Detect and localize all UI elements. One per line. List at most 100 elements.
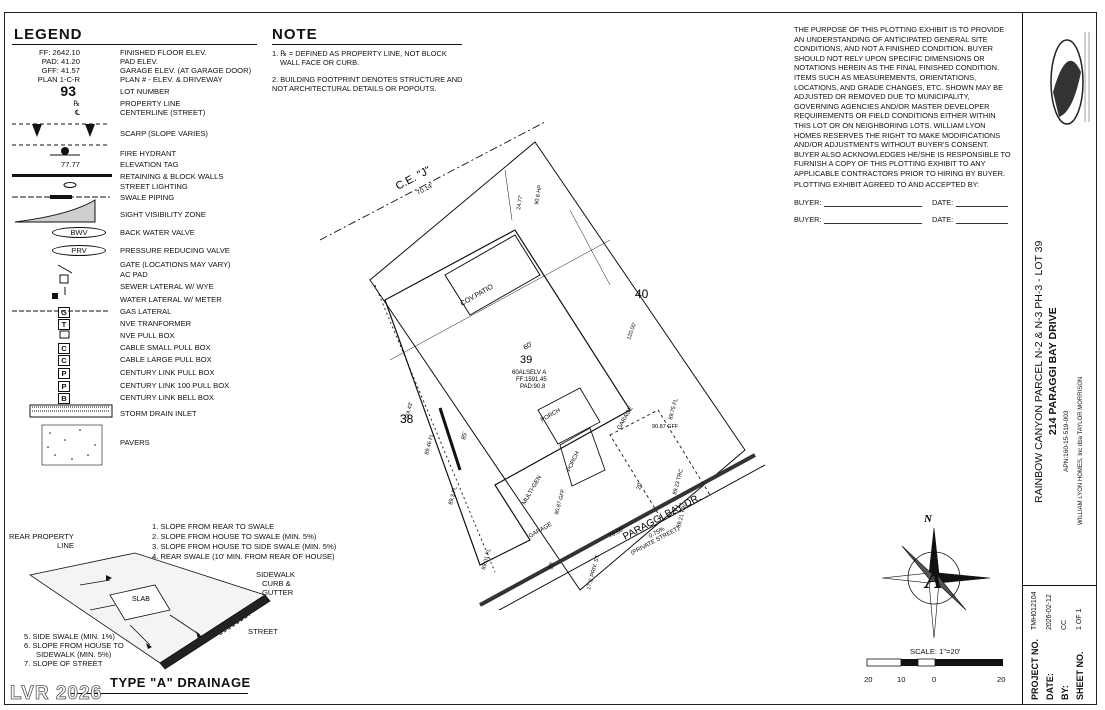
nve-pull-box-icon xyxy=(59,330,70,339)
buyer-label-2: BUYER: xyxy=(794,215,822,224)
multigen-label: MULTI-GEN xyxy=(522,475,543,506)
legend-symbol-text: 77.77 xyxy=(60,160,80,169)
drainage-note: 6. SLOPE FROM HOUSE TO xyxy=(24,641,124,650)
gff-right: 90.87 GFF xyxy=(652,424,679,430)
right-depth-dim: 120.00' xyxy=(626,322,638,341)
legend-item-label: STREET LIGHTING xyxy=(120,182,188,191)
curb-label: CURB & xyxy=(262,579,291,588)
by-value: CC xyxy=(1061,619,1068,630)
legend-item-label: RETAINING & BLOCK WALLS xyxy=(120,172,224,181)
legend-item-label: GARAGE ELEV. (AT GARAGE DOOR) xyxy=(120,66,252,75)
legend-symbol-text: PRV xyxy=(52,245,106,256)
project-no-label: PROJECT NO. xyxy=(1030,638,1040,700)
drainage-underline xyxy=(70,693,248,694)
gff-left: 90.87 GFF xyxy=(554,488,567,516)
street-label: STREET xyxy=(248,627,278,636)
sheet-no-value: 1 OF 1 xyxy=(1076,608,1083,630)
date-label-2: DATE: xyxy=(932,215,954,224)
date-line-1 xyxy=(956,206,1008,207)
hp-elev: 90.6 HP xyxy=(534,184,543,205)
legend-item-label: SCARP (SLOPE VARIES) xyxy=(120,129,208,138)
note-2-cont: NOT ARCHITECTURAL DETAILS OR POPOUTS. xyxy=(272,84,437,93)
buyer-label-1: BUYER: xyxy=(794,198,822,207)
left-depth-dim: 124.43' xyxy=(404,402,414,421)
legend-symbol-text: G xyxy=(58,307,70,318)
gutter-label: GUTTER xyxy=(262,588,294,597)
fl-right: 89.75 FL xyxy=(668,398,679,421)
legend-item-label: SEWER LATERAL W/ WYE xyxy=(120,282,214,291)
note-underline xyxy=(272,44,462,45)
scale-tick-2: 10 xyxy=(897,675,906,684)
drainage-note: 2. SLOPE FROM HOUSE TO SWALE (MIN. 5%) xyxy=(152,532,317,541)
builder-label: WILLIAM LYON HOMES, Inc dba TAYLOR MORRI… xyxy=(1078,376,1084,525)
sheet-no-label: SHEET NO. xyxy=(1075,651,1085,700)
slab-label: SLAB xyxy=(132,596,150,603)
legend-symbol-text: P xyxy=(58,368,70,379)
legend-title: LEGEND xyxy=(14,26,83,43)
legend-item-label: PAVERS xyxy=(120,438,150,447)
date-label-1: DATE: xyxy=(932,198,954,207)
legend-item-label: AC PAD xyxy=(120,270,148,279)
sidewalk-label: SIDEWALK xyxy=(256,570,295,579)
disclaimer-text: THE PURPOSE OF THIS PLOTTING EXHIBIT IS … xyxy=(794,25,1011,178)
storm-drain-icon xyxy=(29,404,113,418)
lot-info-3: PAD:90.8 xyxy=(520,384,546,390)
drainage-note: 4. REAR SWALE (10' MIN. FROM REAR OF HOU… xyxy=(152,552,335,561)
house-width-dim: 60' xyxy=(523,341,534,352)
legend-symbol-text: ℄ xyxy=(75,108,80,117)
legend-symbol-text: C xyxy=(58,343,70,354)
legend-symbol-text: PLAN 1-C-R xyxy=(37,75,80,84)
garage-label: GARAGE xyxy=(617,406,635,431)
scale-tick-1: 20 xyxy=(864,675,873,684)
drainage-note: 7. SLOPE OF STREET xyxy=(24,659,103,668)
legend-item-label: ELEVATION TAG xyxy=(120,160,179,169)
legend-symbol-text: C xyxy=(58,355,70,366)
by-label: BY: xyxy=(1060,685,1070,700)
legend-symbol-text: T xyxy=(58,319,70,330)
legend-item-label: SIGHT VISIBILITY ZONE xyxy=(120,210,206,219)
north-monogram-icon: A xyxy=(923,565,942,594)
adjacent-lot-38: 38 xyxy=(400,412,414,426)
dim-10: 10' xyxy=(548,561,556,570)
legend-item-label: NVE TRANFORMER xyxy=(120,319,192,328)
drawing-sheet xyxy=(4,12,1097,705)
drainage-note: 3. SLOPE FROM HOUSE TO SIDE SWALE (MIN. … xyxy=(152,542,337,551)
scale-tick-4: 20 xyxy=(997,675,1006,684)
fire-hydrant-icon xyxy=(61,147,69,155)
garage-2-label: GARAGE xyxy=(528,522,553,540)
legend-item-label: FIRE HYDRANT xyxy=(120,149,177,158)
sight-zone-icon xyxy=(14,199,96,223)
rear-property-label: REAR PROPERTY xyxy=(9,532,74,541)
driveway xyxy=(609,409,711,521)
legend-symbols xyxy=(12,123,113,466)
street-light-icon xyxy=(63,182,77,188)
site-plan: C.E. "J" 70.14' COV.PATIO 60' 39 60ALSEL… xyxy=(319,121,766,610)
lot-39-boundary xyxy=(369,141,746,591)
street-width-dim: 17.5' PRIV. ST. xyxy=(586,553,601,590)
north-arrow: A N xyxy=(881,513,991,639)
adjacent-lot-40: 40 xyxy=(635,287,649,301)
legend-underline xyxy=(12,44,257,45)
dim-20: 20' xyxy=(636,481,644,490)
legend-item-label: BACK WATER VALVE xyxy=(120,228,195,237)
fl-left-2: 89.3 FL xyxy=(448,486,459,506)
lot-number-label: 39 xyxy=(520,354,532,366)
scale-tick-3: 0 xyxy=(932,675,937,684)
legend-item-label: CABLE LARGE PULL BOX xyxy=(120,355,212,364)
watermark-text: LVR 2026 xyxy=(10,683,103,705)
setback-dim: 24.77' xyxy=(516,195,524,211)
company-logo xyxy=(1050,32,1090,125)
legend-item-label: CENTURY LINK PULL BOX xyxy=(120,368,215,377)
legend-item-label: CABLE SMALL PULL BOX xyxy=(120,343,211,352)
note-2: 2. BUILDING FOOTPRINT DENOTES STRUCTURE … xyxy=(272,75,463,84)
project-title: RAINBOW CANYON PARCEL N-2 & N-3 PH-3 - L… xyxy=(1033,240,1045,503)
scale-bar xyxy=(866,658,1003,667)
legend-item-label: SWALE PIPING xyxy=(120,193,175,202)
building-depth-dim: 85' xyxy=(461,431,469,440)
legend-item-label: CENTERLINE (STREET) xyxy=(120,108,206,117)
project-address: 214 PARAGGI BAY DRIVE xyxy=(1047,307,1059,435)
legend-item-label: GAS LATERAL xyxy=(120,307,172,316)
porch-outline xyxy=(537,387,601,445)
legend-item-label: PROPERTY LINE xyxy=(120,99,181,108)
legend-item-label: WATER LATERAL W/ METER xyxy=(120,295,222,304)
